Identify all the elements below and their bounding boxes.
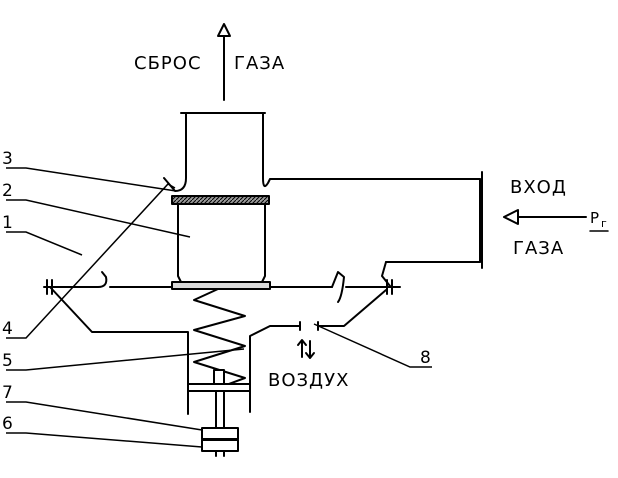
leader-1 — [6, 231, 83, 256]
right-flange-bolt — [381, 279, 401, 295]
spring — [193, 288, 246, 389]
left-flange-bolt — [43, 279, 61, 295]
air-vent-arrows — [297, 339, 315, 359]
inlet-label-1: ВХОД — [510, 177, 567, 198]
air-label: ВОЗДУХ — [268, 370, 349, 391]
callout-2: 2 — [2, 181, 13, 201]
nut-upper — [201, 427, 239, 440]
adjust-plate — [187, 369, 251, 392]
callout-6: 6 — [2, 414, 13, 434]
valve-body — [177, 203, 266, 283]
pressure-label: P — [590, 209, 599, 227]
leader-7 — [6, 401, 203, 431]
exhaust-label-2: ГАЗА — [234, 53, 285, 74]
callout-4: 4 — [2, 319, 13, 339]
inlet-arrow — [503, 209, 587, 225]
leader-2 — [6, 199, 191, 238]
leader-8 — [313, 323, 432, 368]
leader-4 — [6, 183, 176, 339]
pressure-subscript: г — [601, 217, 607, 230]
valve-seat — [171, 195, 270, 205]
exhaust-arrow — [217, 23, 231, 101]
callout-7: 7 — [2, 383, 13, 403]
lower-housing — [49, 286, 387, 415]
callout-1: 1 — [2, 213, 13, 233]
nut-lower — [201, 439, 239, 452]
callout-8: 8 — [420, 348, 431, 368]
leader-6 — [6, 432, 203, 448]
diaphragm-plate — [171, 281, 271, 290]
callout-5: 5 — [2, 351, 13, 371]
leader-3 — [6, 167, 177, 192]
leader-5 — [6, 348, 245, 371]
inlet-label-2: ГАЗА — [513, 238, 564, 259]
callout-3: 3 — [2, 149, 13, 169]
exhaust-label-1: СБРОС — [134, 53, 202, 74]
